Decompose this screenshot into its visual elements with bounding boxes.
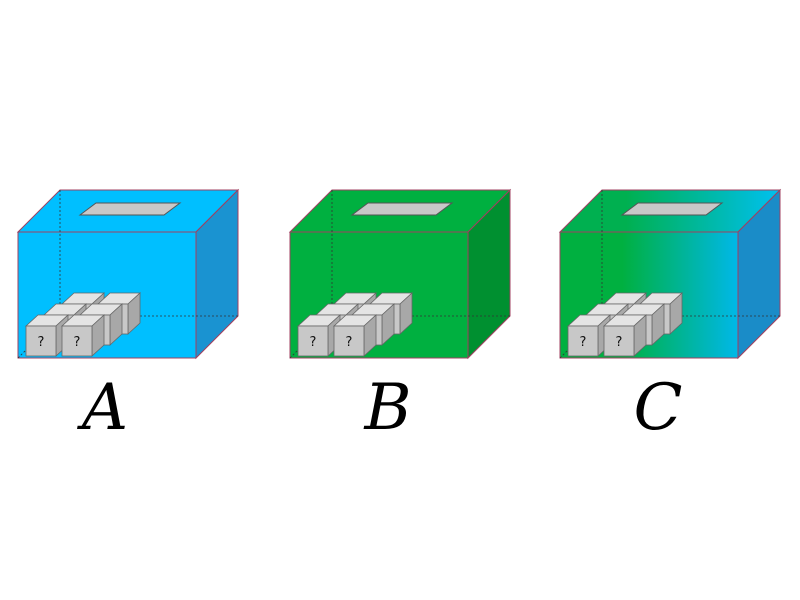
box-b-label: B	[364, 371, 412, 445]
cube-question-mark: ?	[346, 335, 353, 350]
cube-question-mark: ?	[580, 335, 587, 350]
cube-question: ?	[602, 314, 648, 357]
cube-question-mark: ?	[74, 335, 81, 350]
cube-front	[25, 325, 57, 357]
cube-front	[297, 325, 329, 357]
box-a: ??	[16, 188, 240, 360]
cube-question: ?	[332, 314, 378, 357]
coin-slot	[620, 202, 724, 216]
cube-front	[603, 325, 635, 357]
cube-question-mark: ?	[310, 335, 317, 350]
coin-slot	[350, 202, 454, 216]
box-b: ??	[288, 188, 512, 360]
cube-question-mark: ?	[38, 335, 45, 350]
coin-slot	[78, 202, 182, 216]
cube-question: ?	[60, 314, 106, 357]
cube-front	[61, 325, 93, 357]
cube-front	[333, 325, 365, 357]
box-c: ??	[558, 188, 782, 360]
box-c-label: C	[633, 371, 683, 445]
cube-question-mark: ?	[616, 335, 623, 350]
cube-front	[567, 325, 599, 357]
box-a-label: A	[81, 371, 129, 445]
